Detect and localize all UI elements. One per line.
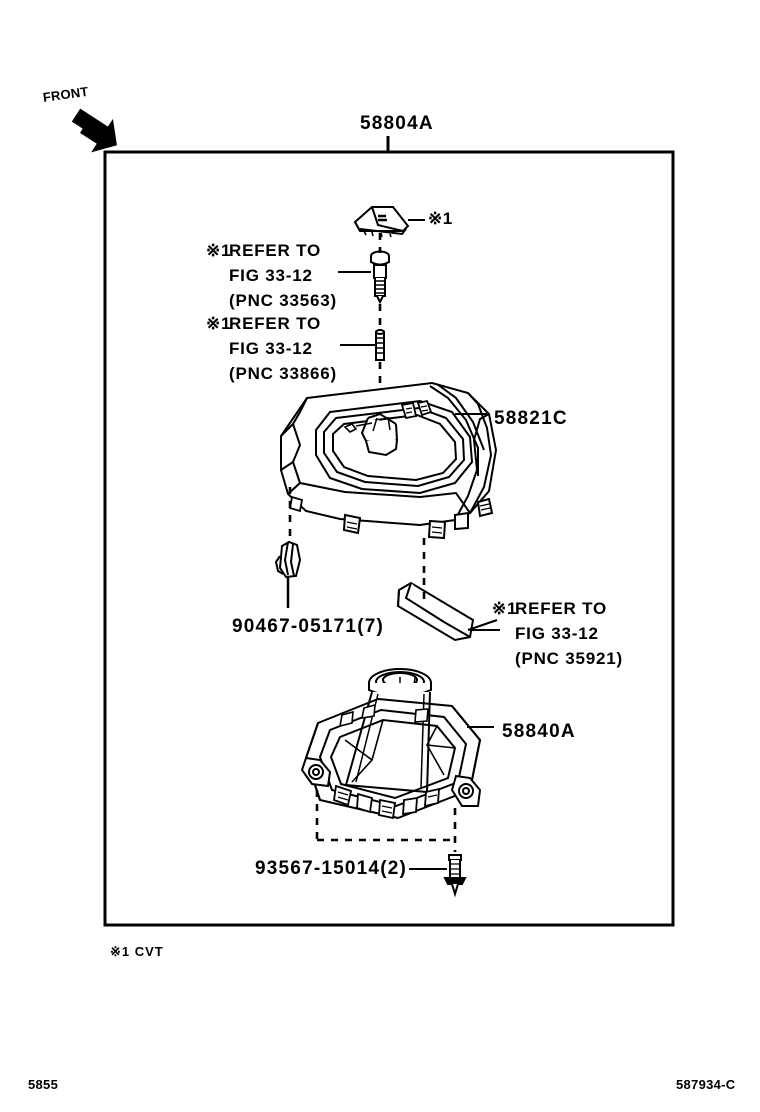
legend-note: ※1 CVT	[110, 944, 164, 959]
front-arrow-icon	[71, 108, 117, 153]
refer-block-2-line3: (PNC 33866)	[229, 364, 338, 383]
refer-block-3-line3: (PNC 35921)	[515, 649, 624, 668]
refer-block-2-line2: FIG 33-12	[229, 339, 313, 358]
screw-93567-icon	[443, 854, 467, 898]
bolt-33563-icon	[370, 250, 390, 305]
callout-shift-boot: 58840A	[502, 721, 576, 742]
refer-block-2-marker: ※1	[206, 314, 232, 333]
refer-block-1-line2: FIG 33-12	[229, 266, 313, 285]
clip-90467-icon	[274, 540, 302, 608]
page-title: 58804A	[360, 113, 434, 134]
callout-clip: 90467-05171(7)	[232, 616, 385, 637]
bushing-33866-icon	[375, 329, 385, 361]
refer-block-3-line1: REFER TO	[515, 599, 608, 618]
footer-left-code: 5855	[28, 1077, 59, 1092]
callout-console-panel: 58821C	[494, 408, 568, 429]
shift-plate-35921	[396, 581, 475, 642]
trim-wedge-part	[353, 206, 410, 238]
console-panel-58821c	[280, 381, 498, 540]
refer-block-1-marker: ※1	[206, 241, 232, 260]
plate-leader-line	[467, 619, 498, 631]
refer-block-1-line3: (PNC 33563)	[229, 291, 338, 310]
shift-boot-58840a	[300, 668, 482, 820]
refer-block-1-line1: REFER TO	[229, 241, 322, 260]
refer-block-3-line2: FIG 33-12	[515, 624, 599, 643]
refer-block-2-line1: REFER TO	[229, 314, 322, 333]
refer-block-3-marker: ※1	[492, 599, 518, 618]
wedge-part-marker: ※1	[428, 209, 453, 228]
footer-right-code: 587934-C	[676, 1077, 736, 1092]
callout-screw: 93567-15014(2)	[255, 858, 408, 879]
